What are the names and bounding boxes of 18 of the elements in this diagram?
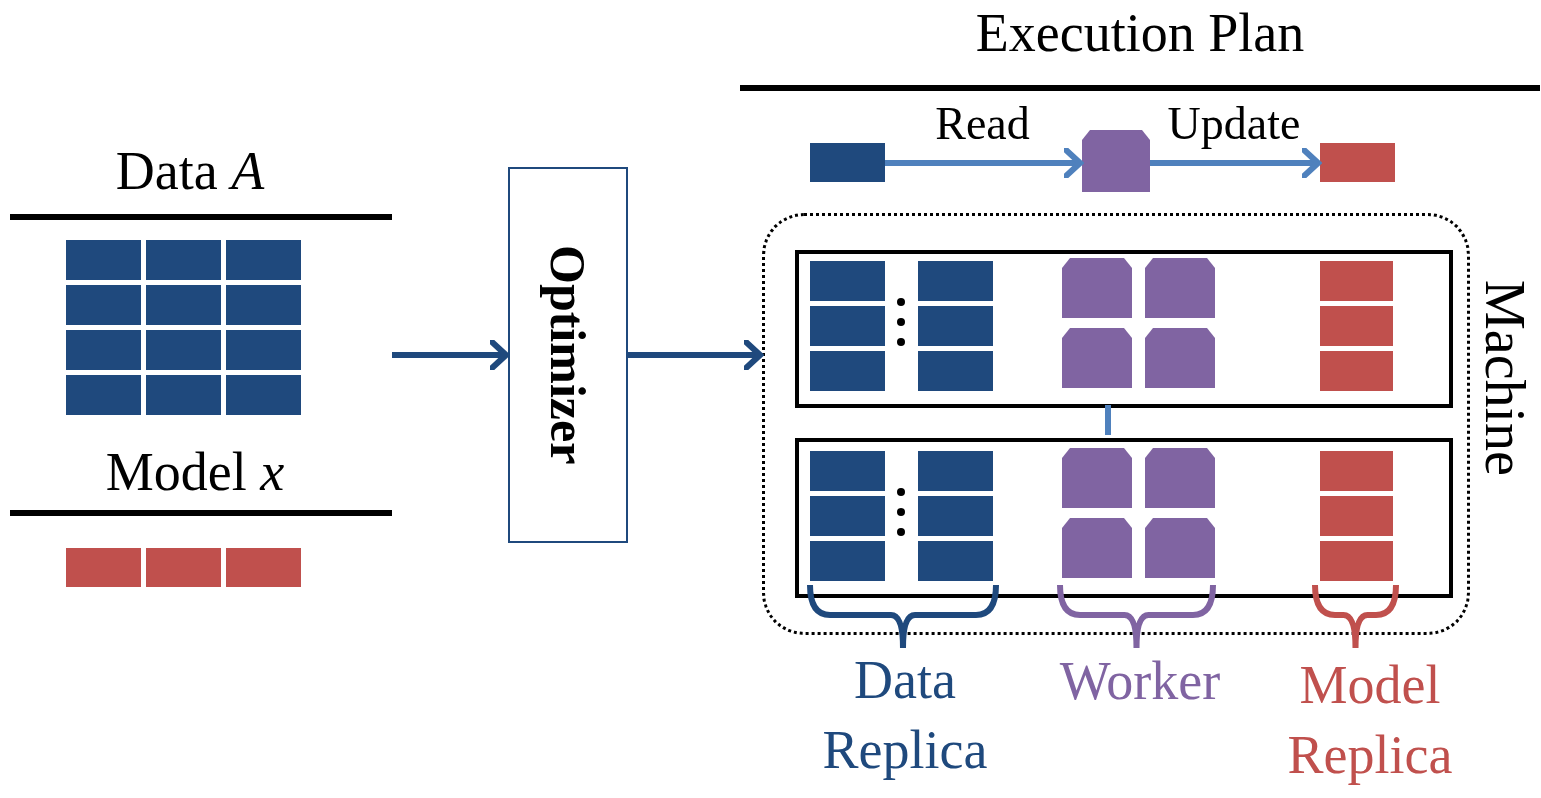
data-block (810, 143, 885, 182)
text-label: Worker (1059, 652, 1221, 712)
text-label: Data A (115, 142, 265, 202)
model-block (1320, 143, 1395, 182)
arrow (885, 147, 1083, 179)
text-label: Data Replica (821, 649, 989, 783)
text-label: Model Replica (1286, 654, 1454, 788)
optimizer-box (508, 167, 628, 543)
arrow (392, 339, 509, 371)
arrow (628, 339, 763, 371)
text-label: Model x (105, 443, 285, 503)
text-label: Execution Plan (975, 4, 1305, 64)
worker-shape (1082, 130, 1150, 192)
machine-label: Machine (1477, 280, 1533, 476)
arrow (1150, 147, 1321, 179)
connector-line (1105, 405, 1111, 435)
machine-box (795, 438, 1453, 598)
machine-box (795, 250, 1453, 408)
